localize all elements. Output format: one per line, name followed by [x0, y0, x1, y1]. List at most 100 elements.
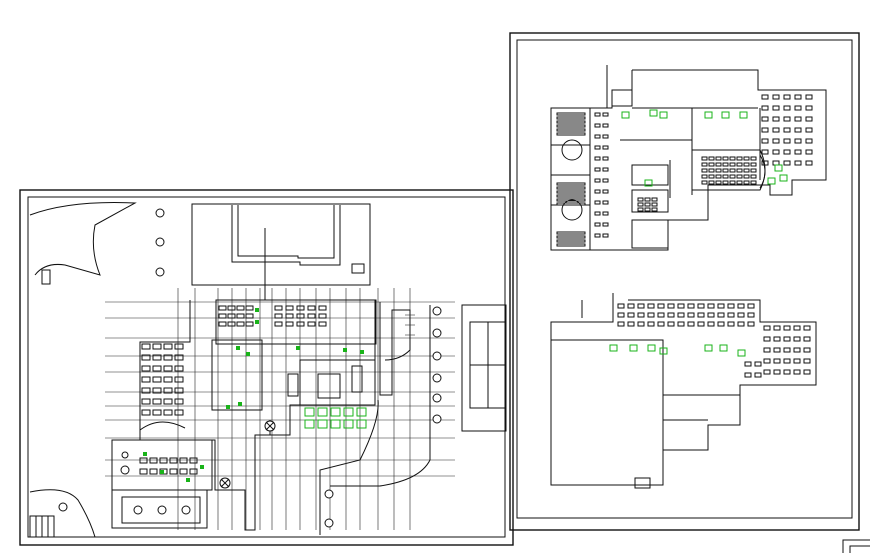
desk [296, 313, 305, 319]
desk [218, 305, 227, 311]
desk [318, 313, 327, 319]
desk [163, 387, 173, 394]
desk [793, 358, 801, 364]
desk [744, 361, 752, 367]
toilet-fixture [649, 109, 658, 117]
desk [717, 303, 725, 309]
seat [805, 160, 813, 166]
desk [737, 312, 745, 318]
desk [677, 303, 685, 309]
auditorium-seat [729, 180, 736, 185]
desk [141, 376, 151, 383]
seat [594, 178, 601, 183]
seat [805, 116, 813, 122]
auditorium-seat [743, 168, 750, 173]
seat [794, 94, 802, 100]
auditorium-seat [701, 174, 708, 179]
desk [667, 312, 675, 318]
auditorium-seat [750, 168, 757, 173]
bench-row [556, 128, 586, 132]
auditorium-seat [743, 180, 750, 185]
desk [637, 321, 645, 327]
site-boundary-curve [29, 202, 137, 276]
auditorium-seat [708, 168, 715, 173]
desk [803, 336, 811, 342]
desk [174, 365, 184, 372]
driveway [319, 302, 431, 535]
auditorium-seat [722, 156, 729, 161]
desk [617, 303, 625, 309]
toilet-fixture [356, 419, 367, 429]
desk [763, 347, 771, 353]
desk [236, 313, 245, 319]
seat [594, 145, 601, 150]
seat [783, 116, 791, 122]
desk [152, 343, 162, 350]
fixture-dot [343, 348, 347, 352]
toilet-fixture [739, 111, 748, 119]
seat [594, 189, 601, 194]
desk [163, 343, 173, 350]
desk [318, 305, 327, 311]
auditorium-seat [715, 180, 722, 185]
desk [169, 457, 178, 464]
auditorium-seat [715, 156, 722, 161]
auditorium-seat [708, 162, 715, 167]
desk [163, 409, 173, 416]
desk [159, 457, 168, 464]
fixture-dot [296, 346, 300, 350]
classroom-desks [139, 305, 327, 475]
fixture-dot [255, 308, 259, 312]
lower-floor-plan [550, 293, 817, 489]
seat [761, 116, 769, 122]
seat [772, 105, 780, 111]
desk [152, 409, 162, 416]
desk [773, 325, 781, 331]
site-plan-frame-inner [27, 196, 506, 538]
seat [805, 149, 813, 155]
desk [717, 321, 725, 327]
seat [644, 207, 651, 212]
toilet-fixture [330, 407, 341, 417]
seat [805, 105, 813, 111]
seat [644, 202, 651, 207]
toilet-fixture [704, 111, 713, 119]
floor-plans-frame-inner [516, 39, 853, 519]
auditorium-seat [750, 180, 757, 185]
auditorium-seat [743, 162, 750, 167]
desk [141, 354, 151, 361]
desk [667, 303, 675, 309]
bench-row [556, 194, 586, 198]
seat [594, 222, 601, 227]
auditorium-seat [701, 156, 708, 161]
bench-row [556, 231, 586, 235]
tree-markers [58, 306, 442, 528]
seat [594, 112, 601, 117]
seat [783, 127, 791, 133]
desk [218, 321, 227, 327]
desk [236, 305, 245, 311]
desk [747, 312, 755, 318]
desk [773, 347, 781, 353]
desk [763, 336, 771, 342]
desk [152, 387, 162, 394]
desk [737, 321, 745, 327]
toilet-fixture [659, 111, 668, 119]
toilet-fixture [343, 419, 354, 429]
seat [772, 116, 780, 122]
desk [152, 398, 162, 405]
desk [667, 321, 675, 327]
bench-row [556, 198, 586, 202]
desk [707, 312, 715, 318]
seat [594, 211, 601, 216]
desk [627, 321, 635, 327]
auditorium-seat [701, 180, 708, 185]
fixture-dot [238, 402, 242, 406]
desk [139, 457, 148, 464]
seat [594, 156, 601, 161]
seat [772, 94, 780, 100]
desk [274, 305, 283, 311]
seat [637, 197, 644, 202]
desk [141, 409, 151, 416]
